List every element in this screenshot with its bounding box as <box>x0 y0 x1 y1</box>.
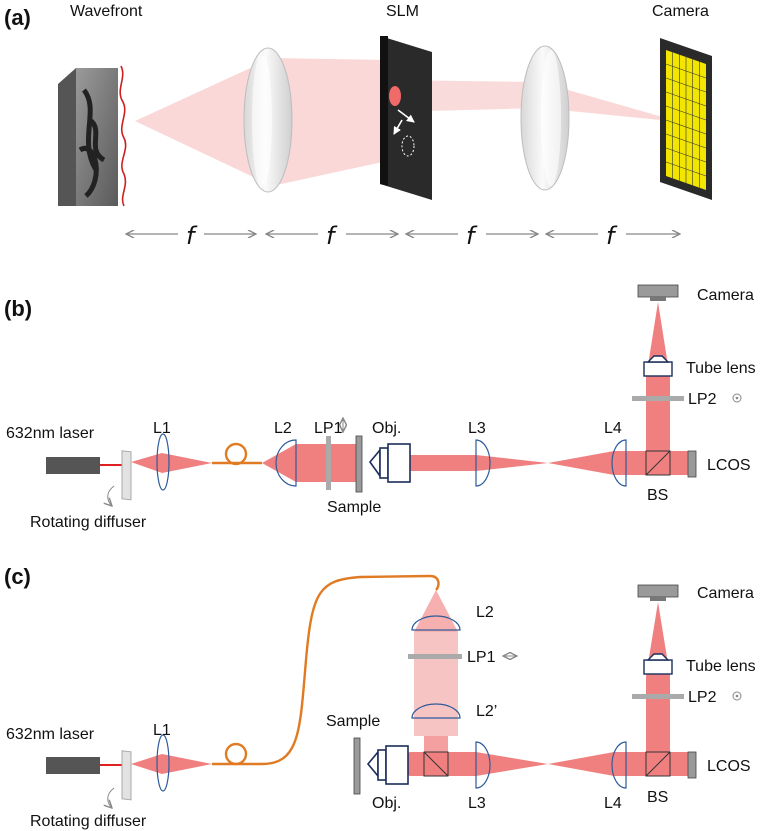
camera-label-c: Camera <box>697 585 754 602</box>
laser-label-b: 632nm laser <box>6 425 95 442</box>
tube-lens-c <box>643 653 673 675</box>
lens-l3-b <box>475 439 491 487</box>
laser-body-b <box>46 457 100 474</box>
panel-c: (c) 632nm laser Rotating diffuser L1 <box>4 564 756 830</box>
lens-l1-b <box>156 433 170 491</box>
wavefront-label: Wavefront <box>70 3 143 20</box>
camera-label-a: Camera <box>652 3 709 20</box>
focal-label-2: f <box>326 222 338 250</box>
l2-label-c: L2 <box>476 604 494 621</box>
lp1-label-c: LP1 <box>467 649 496 666</box>
camera-grid-line <box>665 63 707 79</box>
polarizer-lp1-b <box>326 436 331 490</box>
bs-label-b: BS <box>647 487 668 504</box>
diffuser-label-c: Rotating diffuser <box>30 813 147 830</box>
panel-a-lens-1 <box>243 47 293 193</box>
camera-grid-line <box>665 133 707 149</box>
panel-a: (a) Wavefront <box>4 3 712 250</box>
lcos-label-c: LCOS <box>707 758 751 775</box>
polarizer-lp1-c <box>408 654 462 659</box>
panel-a-lens-2 <box>520 45 570 191</box>
lens-l2-b <box>275 439 297 487</box>
camera-label-b: Camera <box>697 287 754 304</box>
panel-a-beam <box>135 58 680 186</box>
camera-grid-line <box>665 91 707 107</box>
sample-label-b: Sample <box>327 499 381 516</box>
sample-c <box>353 737 361 795</box>
lens-l1-c <box>156 734 170 792</box>
panel-b-tag: (b) <box>4 296 32 321</box>
l2-label-b: L2 <box>274 420 292 437</box>
wavefront-block <box>58 68 118 206</box>
obj-label-c: Obj. <box>372 795 401 812</box>
obj-label-b: Obj. <box>372 420 401 437</box>
polarizer-lp2-b <box>632 396 684 401</box>
camera-grid-line <box>665 119 707 135</box>
wavefront-curve <box>119 65 127 207</box>
tube-lens-label-b: Tube lens <box>686 360 756 377</box>
camera-sensor <box>660 38 712 200</box>
l3-label-c: L3 <box>468 795 486 812</box>
l3-label-b: L3 <box>468 420 486 437</box>
lens-l3-c <box>475 741 491 789</box>
sample-label-c: Sample <box>326 713 380 730</box>
lens-l4-c <box>611 741 627 789</box>
lp2-label-c: LP2 <box>688 689 717 706</box>
beam-splitter-c <box>645 751 671 777</box>
tube-lens-b <box>643 355 673 377</box>
camera-c <box>637 584 679 601</box>
camera-grid-line <box>665 105 707 121</box>
lp2-label-b: LP2 <box>688 391 717 408</box>
lp2-orientation-icon-c <box>732 691 742 701</box>
focal-label-3: f <box>466 222 478 250</box>
camera-grid-line <box>665 147 707 163</box>
objective-c <box>366 745 409 785</box>
l4-label-c: L4 <box>604 795 622 812</box>
l1-label-c: L1 <box>153 722 171 739</box>
beam-splitter-1-c <box>423 751 449 777</box>
fiber-c <box>212 574 440 766</box>
laser-label-c: 632nm laser <box>6 726 95 743</box>
camera-grid-line <box>665 77 707 93</box>
beam-splitter-b <box>645 450 671 476</box>
laser-body-c <box>46 757 100 774</box>
diffuser-b <box>121 450 132 501</box>
tube-lens-label-c: Tube lens <box>686 658 756 675</box>
lens-l2-c <box>411 615 461 631</box>
lp2-orientation-icon-b <box>732 393 742 403</box>
l4-label-b: L4 <box>604 420 622 437</box>
lens-l2-prime-c <box>411 703 461 719</box>
panel-c-tag: (c) <box>4 564 31 589</box>
camera-grid-line <box>665 161 707 177</box>
lp1-label-b: LP1 <box>314 420 343 437</box>
focal-label-4: f <box>606 222 618 250</box>
diffuser-rotation-arrow-b <box>108 485 115 506</box>
slm-label: SLM <box>386 3 419 20</box>
bs-label-c: BS <box>647 789 668 806</box>
objective-b <box>368 443 411 483</box>
sample-b <box>355 435 363 493</box>
panel-b: (b) 632nm laser Rotating diffuser L1 <box>4 284 756 531</box>
polarizer-lp2-c <box>632 694 684 699</box>
fiber-loop-b <box>212 442 262 466</box>
panel-a-tag: (a) <box>4 5 31 30</box>
diffuser-c <box>121 750 132 801</box>
camera-b <box>637 284 679 301</box>
diffuser-label-b: Rotating diffuser <box>30 514 147 531</box>
l2-prime-label-c: L2’ <box>476 703 497 720</box>
l1-label-b: L1 <box>153 420 171 437</box>
lcos-label-b: LCOS <box>707 457 751 474</box>
focal-label-1: f <box>186 222 198 250</box>
lcos-b <box>687 450 697 478</box>
diffuser-rotation-arrow-c <box>108 787 115 808</box>
lens-l4-b <box>611 439 627 487</box>
slm-panel <box>380 36 432 200</box>
panel-c-beam <box>131 590 688 776</box>
lcos-c <box>687 751 697 779</box>
